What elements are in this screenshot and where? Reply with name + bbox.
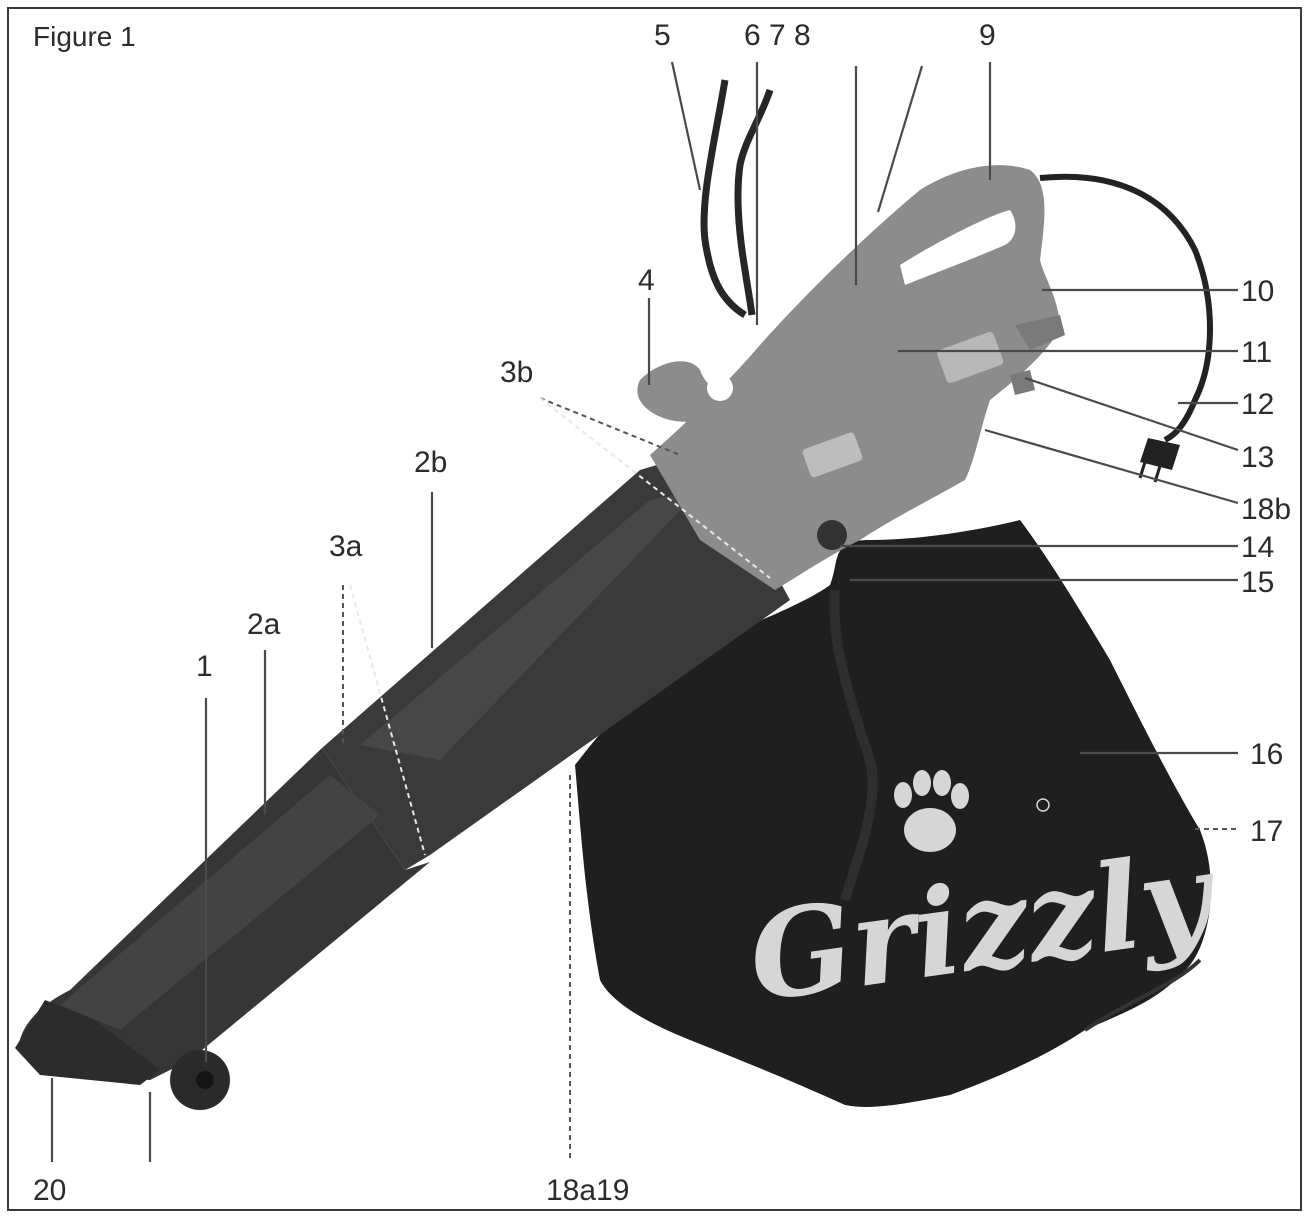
leader-line-3b-left xyxy=(539,397,681,456)
label-1: 1 xyxy=(196,650,213,683)
registered-mark-icon xyxy=(1036,798,1050,812)
bag-connector-knob xyxy=(817,520,847,550)
label-12: 12 xyxy=(1241,388,1274,421)
figure-title: Figure 1 xyxy=(33,21,136,52)
motor-housing xyxy=(650,165,1060,590)
rating-plate xyxy=(937,331,1004,384)
leader-line-3a-right xyxy=(349,584,426,856)
label-15: 15 xyxy=(1241,566,1274,599)
leaf-blower-illustration: Grizzly xyxy=(15,79,1226,1110)
housing-badge xyxy=(802,432,863,478)
knob-hole xyxy=(707,375,733,401)
label-16: 16 xyxy=(1250,738,1283,771)
power-plug xyxy=(1140,438,1180,470)
power-cable xyxy=(1039,173,1213,443)
tube-upper-highlight xyxy=(360,490,700,760)
label-10: 10 xyxy=(1241,275,1274,308)
leader-line-5 xyxy=(670,61,702,191)
tube-lower-highlight xyxy=(60,775,380,1030)
bag-fold-shading xyxy=(829,589,878,902)
cable-clip xyxy=(1010,370,1035,395)
label-13: 13 xyxy=(1241,441,1274,474)
bag-seam xyxy=(1083,958,1202,1032)
leader-line-8 xyxy=(876,65,924,213)
label-9: 9 xyxy=(979,19,996,52)
shoulder-strap xyxy=(700,79,774,319)
leader-lines xyxy=(50,61,1239,1162)
label-18a19: 18a19 xyxy=(546,1174,629,1207)
leader-line-13 xyxy=(1024,376,1239,452)
label-2a: 2a xyxy=(247,608,281,641)
part-labels: 1 2a 2b 3a 3b 4 5 6 7 8 9 10 11 12 13 18… xyxy=(33,19,1291,1207)
leader-line-18b xyxy=(984,428,1239,505)
grizzly-paw-logo xyxy=(894,770,969,852)
label-11: 11 xyxy=(1241,336,1272,369)
label-3a: 3a xyxy=(329,530,363,563)
leader-line-3b-right xyxy=(539,397,771,579)
label-17: 17 xyxy=(1250,815,1283,848)
label-6-7-8: 6 7 8 xyxy=(744,19,811,52)
collection-bag xyxy=(575,520,1211,1107)
tube-upper-2b xyxy=(322,455,790,870)
front-handle-knob xyxy=(637,361,730,422)
wheel-hub xyxy=(196,1071,214,1089)
label-20: 20 xyxy=(33,1174,66,1207)
nozzle-tip xyxy=(15,1000,160,1085)
label-4: 4 xyxy=(638,264,655,297)
label-14: 14 xyxy=(1241,531,1274,564)
label-5: 5 xyxy=(654,19,671,52)
switch-lever xyxy=(1015,315,1065,350)
label-18b: 18b xyxy=(1241,493,1291,526)
label-3b: 3b xyxy=(500,356,533,389)
handle-opening xyxy=(900,210,1016,285)
label-2b: 2b xyxy=(414,446,447,479)
